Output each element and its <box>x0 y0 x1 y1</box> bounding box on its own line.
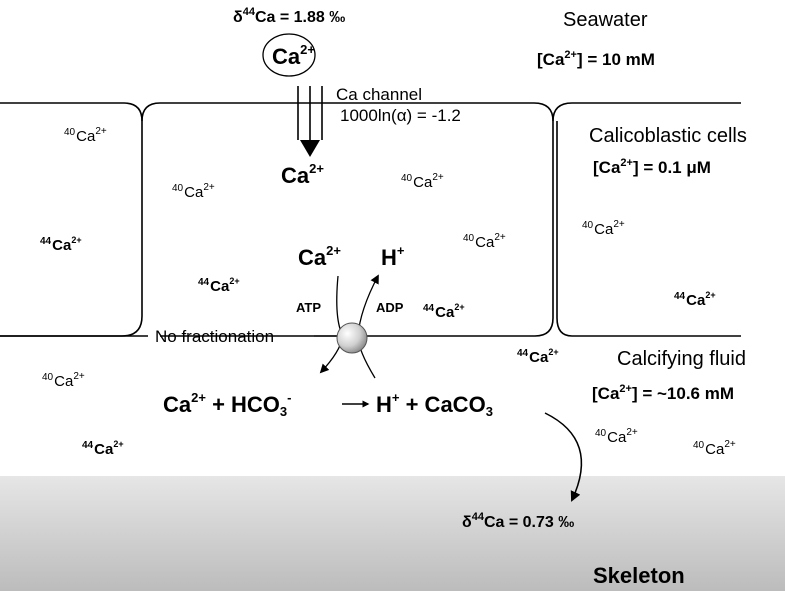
isotope-40ca: 40Ca2+ <box>463 232 506 251</box>
skeleton-delta44ca: δ44Ca = 0.73 ‰ <box>462 511 575 531</box>
seawater-ca-ion: Ca2+ <box>272 43 315 68</box>
ion-symbol: Ca <box>272 44 301 69</box>
isotope-44ca: 44Ca2+ <box>198 276 240 295</box>
pump-ca-ion: Ca2+ <box>298 243 341 270</box>
calcifying-fluid-concentration: [Ca2+] = ~10.6 mM <box>592 383 735 403</box>
delta-symbol: δ <box>233 9 243 26</box>
central-cell-membrane <box>141 102 554 337</box>
seawater-delta44ca: δ44Ca = 1.88 ‰ <box>233 7 345 26</box>
seawater-title: Seawater <box>563 9 648 31</box>
isotope-40ca: 40Ca2+ <box>595 427 638 446</box>
isotope-40ca: 40Ca2+ <box>693 439 736 458</box>
ion-charge: 2+ <box>300 42 315 57</box>
isotope-44ca: 44Ca2+ <box>674 290 716 309</box>
ca-channel-label: Ca channel <box>336 85 423 104</box>
ca-channel-arrow-head <box>300 140 320 157</box>
precipitation-arrow <box>544 412 583 502</box>
ca-atpase-pump <box>336 322 368 354</box>
reaction-left: Ca2+ + HCO3- <box>163 390 292 419</box>
calicoblastic-title: Calicoblastic cells <box>589 125 747 147</box>
cytoplasm-ca-ion: Ca2+ <box>281 161 324 188</box>
seawater-concentration: [Ca2+] = 10 mM <box>537 49 655 69</box>
cell-membranes <box>0 102 741 337</box>
skeleton-block <box>0 476 785 591</box>
reaction-right: H+ + CaCO3 <box>376 390 493 419</box>
isotope-40ca: 40Ca2+ <box>401 172 444 191</box>
seawater-ion-ellipse <box>262 33 316 77</box>
no-fractionation-label: No fractionation <box>155 327 275 346</box>
calicoblastic-concentration: [Ca2+] = 0.1 μM <box>593 157 711 177</box>
ca-channel-arrows <box>297 86 323 157</box>
ca-uptake-curve <box>319 275 344 374</box>
mass-number: 44 <box>242 6 255 18</box>
pump-h-ion: H+ <box>381 243 405 270</box>
channel-fractionation-label: 1000ln(α) = -1.2 <box>340 106 461 125</box>
isotope-44ca: 44Ca2+ <box>517 347 559 366</box>
right-cell-membrane <box>552 102 741 337</box>
isotope-44ca: 44Ca2+ <box>423 302 465 321</box>
calcifying-fluid-title: Calcifying fluid <box>617 348 746 370</box>
atp-label: ATP <box>296 300 322 315</box>
skeleton-label: Skeleton <box>593 563 685 588</box>
left-cell-membrane <box>0 102 143 337</box>
delta-value: Ca = 1.88 ‰ <box>254 9 346 26</box>
adp-label: ADP <box>376 300 404 315</box>
isotope-44ca: 44Ca2+ <box>40 235 82 254</box>
isotope-44ca: 44Ca2+ <box>82 439 124 458</box>
isotope-40ca: 40Ca2+ <box>582 219 625 238</box>
isotope-40ca: 40Ca2+ <box>64 126 107 145</box>
isotope-40ca: 40Ca2+ <box>42 371 85 390</box>
isotope-40ca: 40Ca2+ <box>172 182 215 201</box>
